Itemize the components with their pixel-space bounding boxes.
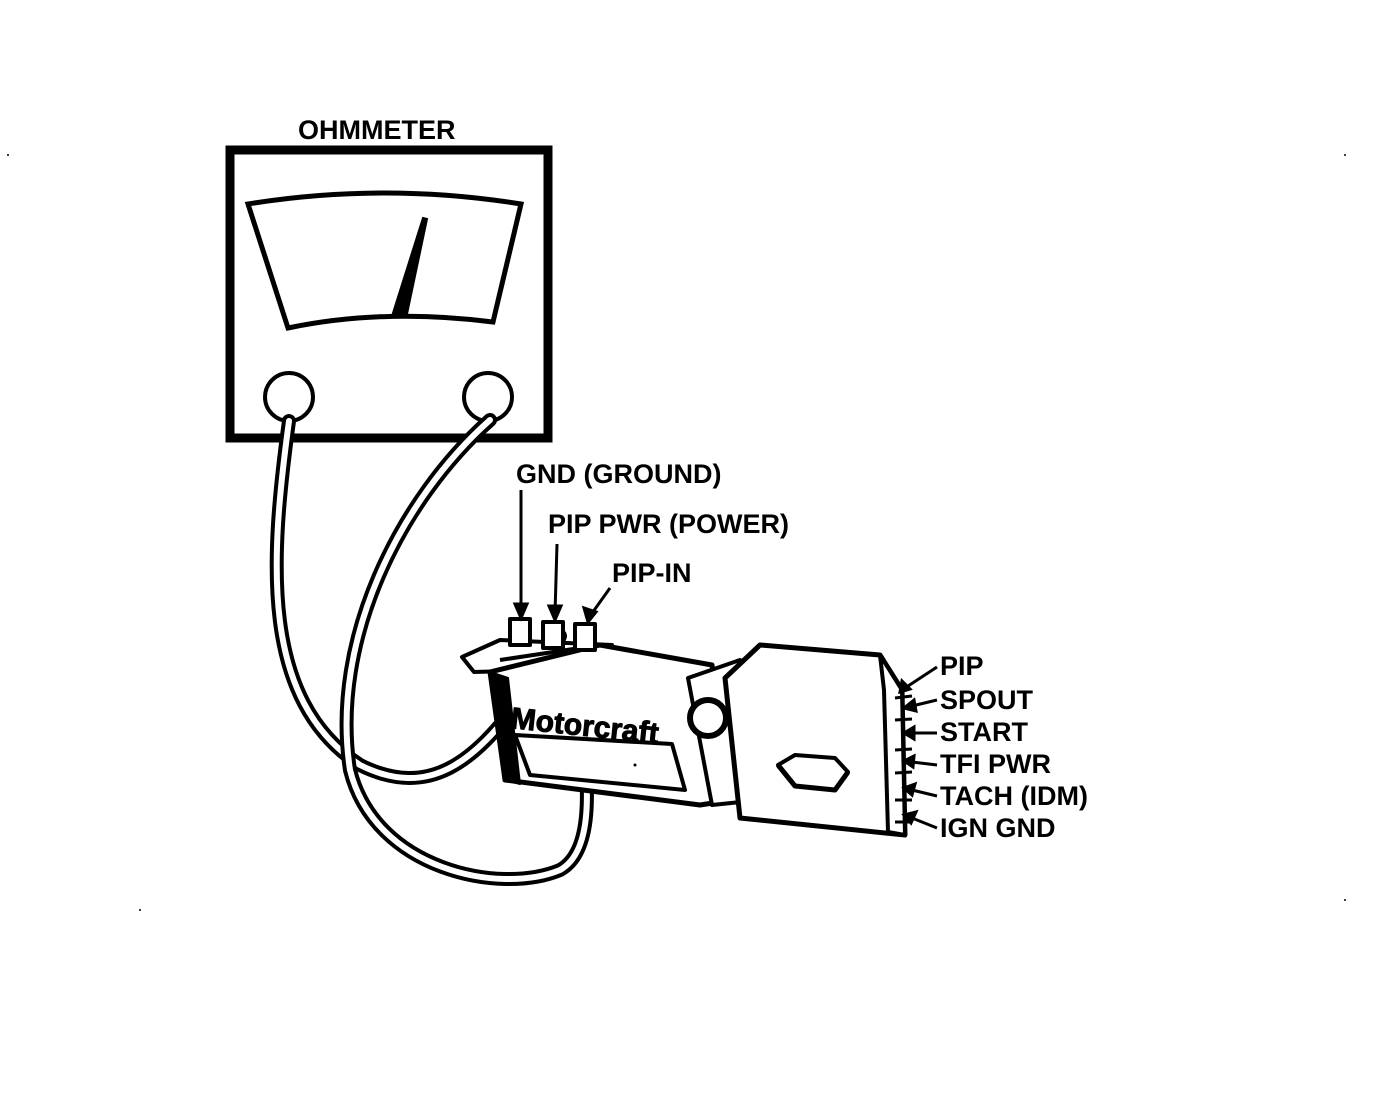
pointer-pip-pwr <box>553 543 559 615</box>
label-spout: SPOUT <box>940 685 1034 715</box>
terminal-gnd <box>508 617 532 647</box>
ohmmeter-left-terminal <box>263 371 315 423</box>
connector-latch-shade <box>776 763 851 793</box>
tfi-module: Motorcraft <box>460 617 913 838</box>
ohmmeter-needle <box>391 216 429 316</box>
connector-housing <box>722 642 908 838</box>
label-tach-idm: TACH (IDM) <box>940 781 1088 811</box>
label-pip: PIP <box>940 651 984 681</box>
module-coupling-knob <box>687 697 729 739</box>
label-ign-gnd: IGN GND <box>940 813 1056 843</box>
terminal-pip-pwr <box>541 620 565 650</box>
pointer-tfi-pwr <box>911 760 938 767</box>
ohmmeter-title: OHMMETER <box>298 115 456 145</box>
ohmmeter: OHMMETER <box>225 115 553 443</box>
top-terminal-labels: GND (GROUND) PIP PWR (POWER) PIP-IN <box>512 459 789 626</box>
module-body-top-edge <box>499 643 713 667</box>
label-gnd: GND (GROUND) <box>516 459 721 489</box>
ohmmeter-dial-window <box>244 190 525 331</box>
module-label-panel <box>513 733 687 792</box>
terminal-pip-in <box>573 622 597 652</box>
pointer-pip <box>904 665 938 690</box>
pointer-ign-gnd <box>911 816 938 830</box>
label-pip-in: PIP-IN <box>612 558 692 588</box>
side-pin-labels: PIP SPOUT START TFI PWR TACH (IDM) IGN G… <box>898 651 1088 843</box>
label-pip-pwr: PIP PWR (POWER) <box>548 509 789 539</box>
scan-specks <box>7 154 1346 911</box>
module-body-side <box>489 671 521 785</box>
label-start: START <box>940 717 1028 747</box>
connector-housing-front <box>878 653 907 837</box>
pointer-tach-idm <box>911 788 938 798</box>
label-tfi-pwr: TFI PWR <box>940 749 1051 779</box>
